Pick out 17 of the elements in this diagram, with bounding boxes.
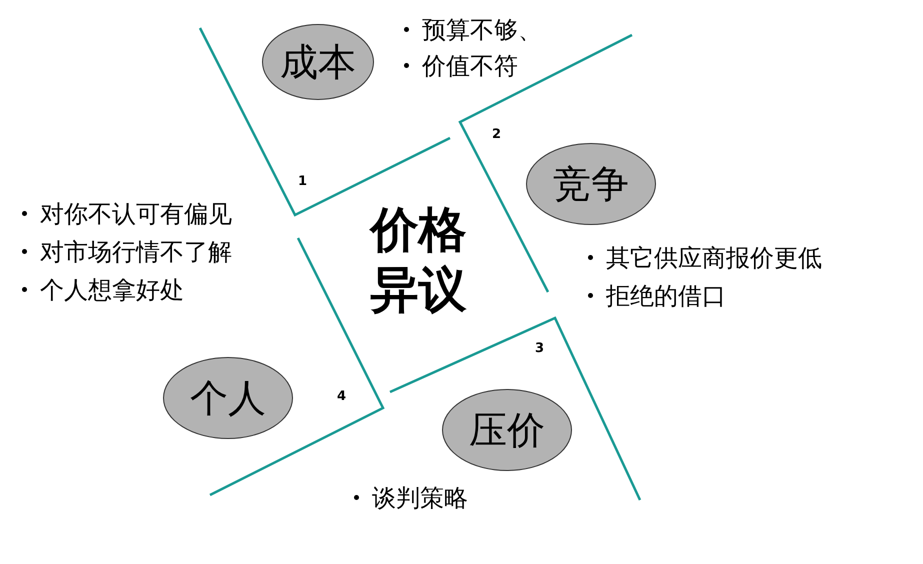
category-label: 竞争 <box>553 160 629 208</box>
bullet-item: 预算不够、 <box>400 14 542 46</box>
section-number: 4 <box>337 389 346 404</box>
category-label: 压价 <box>469 406 545 454</box>
section-number: 2 <box>492 127 502 142</box>
section-number: 3 <box>535 341 544 356</box>
category-label: 个人 <box>190 374 266 422</box>
category-label: 成本 <box>280 38 356 86</box>
bullet-item: 个人想拿好处 <box>18 274 184 306</box>
bullet-item: 谈判策略 <box>350 482 468 514</box>
bullet-item: 其它供应商报价更低 <box>584 242 822 274</box>
bullet-item: 拒绝的借口 <box>584 280 726 312</box>
bullet-item: 对市场行情不了解 <box>18 236 232 268</box>
bullet-item: 价值不符 <box>400 50 518 82</box>
section-number: 1 <box>298 174 308 189</box>
center-title: 价格异议 <box>368 200 469 320</box>
bullet-item: 对你不认可有偏见 <box>18 198 232 230</box>
